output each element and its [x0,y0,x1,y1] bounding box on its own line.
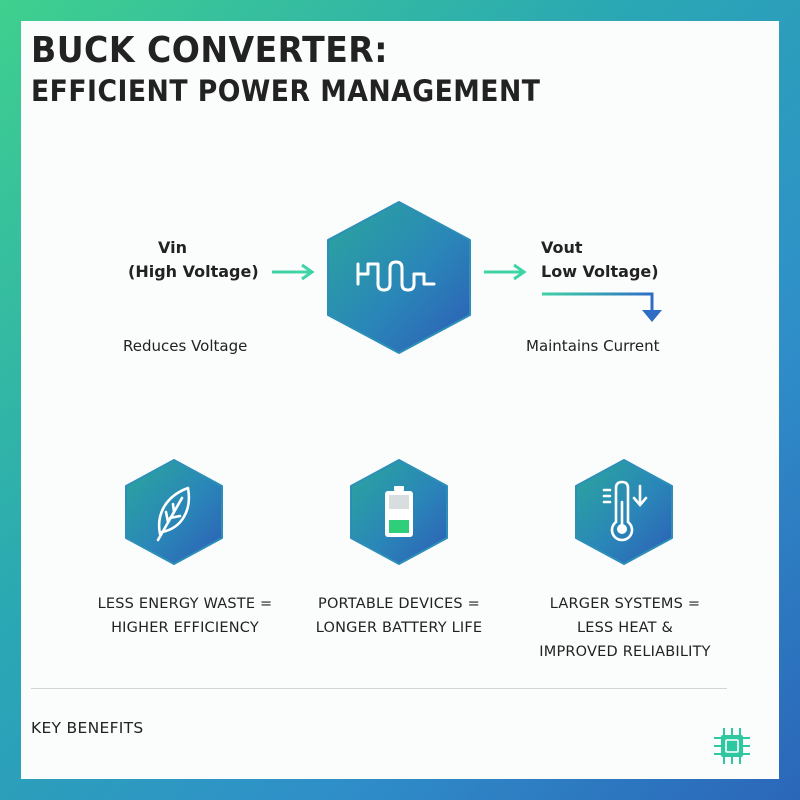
input-caption: Reduces Voltage [123,337,248,355]
benefit-battery-line-2: LONGER BATTERY LIFE [315,620,483,636]
leaf-icon [125,459,223,565]
benefit-reliability: LARGER SYSTEMS = LESS HEAT & IMPROVED RE… [510,592,740,664]
input-name: Vin [158,238,187,257]
footer-label: KEY BENEFITS [31,719,144,737]
output-arrow-icon [484,263,527,281]
title-line-1: BUCK CONVERTER: [31,30,388,71]
input-arrow-icon [272,263,315,281]
benefit-battery: PORTABLE DEVICES = LONGER BATTERY LIFE [284,592,514,640]
inductor-icon [356,260,436,292]
benefit-efficiency-line-2: HIGHER EFFICIENCY [111,620,259,636]
output-caption: Maintains Current [526,337,660,355]
output-detail: Low Voltage) [541,262,659,281]
battery-icon [350,459,448,565]
title-line-2: EFFICIENT POWER MANAGEMENT [31,74,541,108]
benefit-reliability-line-1: LARGER SYSTEMS = [549,596,701,612]
thermometer-down-icon [575,459,673,565]
input-detail: (High Voltage) [128,262,259,281]
content-card [21,21,779,779]
output-underline-arrow-icon [542,292,662,322]
footer-divider [31,688,727,689]
benefit-battery-line-1: PORTABLE DEVICES = [318,596,480,612]
benefit-reliability-line-2: LESS HEAT & [576,620,674,636]
chip-icon [714,728,750,764]
benefit-efficiency: LESS ENERGY WASTE = HIGHER EFFICIENCY [70,592,300,640]
output-name: Vout [541,238,583,257]
benefit-efficiency-line-1: LESS ENERGY WASTE = [97,596,273,612]
converter-hexagon-icon [327,201,471,354]
benefit-reliability-line-3: IMPROVED RELIABILITY [539,644,711,660]
